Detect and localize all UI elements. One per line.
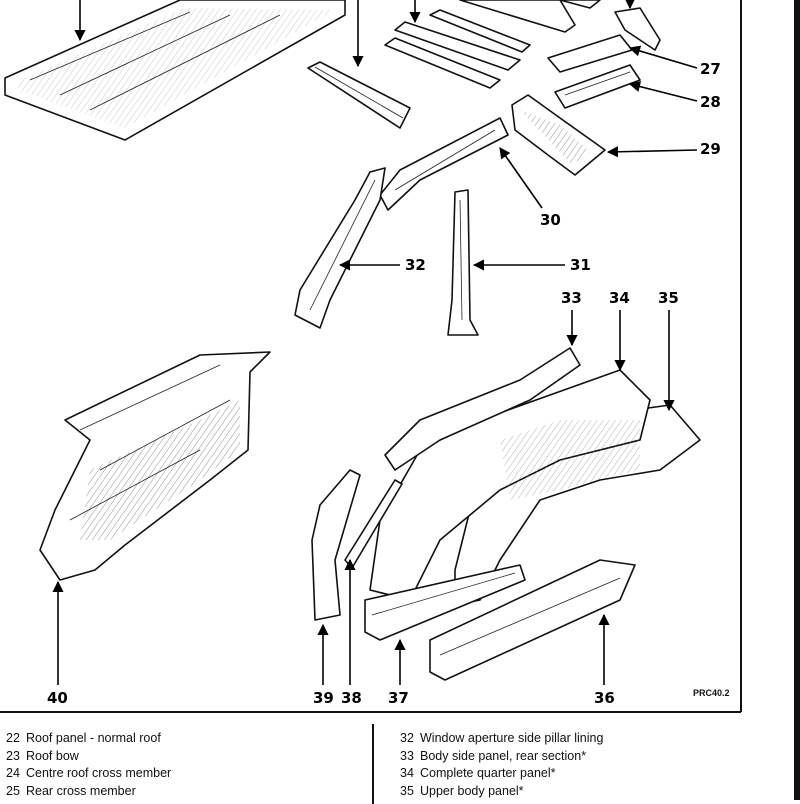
legend-num: 33 xyxy=(400,748,414,763)
legend-text: Centre roof cross member xyxy=(26,766,172,780)
legend-text: Upper body panel* xyxy=(420,783,524,798)
legend-item: 35 Upper body panel* xyxy=(400,783,603,801)
callout-37: 37 xyxy=(388,689,409,707)
legend-text: Window aperture side pillar lining xyxy=(420,731,604,745)
legend-text: Complete quarter panel* xyxy=(420,766,556,780)
callout-38: 38 xyxy=(341,689,362,707)
callout-34: 34 xyxy=(609,289,630,307)
legend-text: Rear cross member xyxy=(26,783,136,798)
callout-31: 31 xyxy=(570,256,591,274)
legend-num: 22 xyxy=(6,731,20,745)
legend-right-column: 32 Window aperture side pillar lining 33 B… xyxy=(400,730,603,800)
callout-39: 39 xyxy=(313,689,334,707)
callout-32: 32 xyxy=(405,256,426,274)
part-31 xyxy=(447,189,479,336)
part-37 xyxy=(364,564,526,641)
leader-arrows xyxy=(52,0,698,685)
callout-36: 36 xyxy=(594,689,615,707)
part-33-body-side-panel-rear-section xyxy=(384,347,640,500)
legend-num: 24 xyxy=(6,766,20,780)
legend-num: 32 xyxy=(400,731,414,745)
legend-text: Roof panel - normal roof xyxy=(26,731,161,745)
legend-item: 22 Roof panel - normal roof xyxy=(6,730,171,748)
viewer-edge xyxy=(794,0,800,800)
callout-29: 29 xyxy=(700,140,721,158)
legend-text: Roof bow xyxy=(26,748,79,763)
legend-num: 25 xyxy=(6,783,20,798)
legend-item: 23 Roof bow xyxy=(6,748,171,766)
legend-item: 32 Window aperture side pillar lining xyxy=(400,730,603,748)
legend-num: 23 xyxy=(6,748,20,763)
part-36 xyxy=(429,559,636,681)
part-32-window-aperture-side-pillar-lining xyxy=(294,167,386,329)
legend-num: 34 xyxy=(400,766,414,780)
legend-item: 33 Body side panel, rear section* xyxy=(400,748,603,766)
roof-panel xyxy=(4,0,346,141)
callout-30: 30 xyxy=(540,211,561,229)
part-40-inner-quarter xyxy=(39,351,271,581)
callout-40: 40 xyxy=(47,689,68,707)
legend-divider xyxy=(372,724,374,804)
callout-28: 28 xyxy=(700,93,721,111)
figure-code: PRC40.2 xyxy=(693,688,730,698)
rear-cross-member xyxy=(459,0,601,33)
roof-bow xyxy=(307,61,411,129)
callout-35: 35 xyxy=(658,289,679,307)
legend-left-column: 22 Roof panel - normal roof 23 Roof bow 24… xyxy=(6,730,171,800)
part-29 xyxy=(511,94,606,176)
legend-num: 35 xyxy=(400,783,414,798)
legend-text: Body side panel, rear section* xyxy=(420,748,587,763)
legend-item: 24 Centre roof cross member xyxy=(6,765,171,783)
callout-33: 33 xyxy=(561,289,582,307)
callout-27: 27 xyxy=(700,60,721,78)
legend-item: 25 Rear cross member xyxy=(6,783,171,801)
part-30 xyxy=(379,117,509,211)
part-39 xyxy=(311,469,361,621)
part-28 xyxy=(554,64,641,109)
legend-item: 34 Complete quarter panel* xyxy=(400,765,603,783)
centre-roof-cross-member xyxy=(384,9,531,89)
